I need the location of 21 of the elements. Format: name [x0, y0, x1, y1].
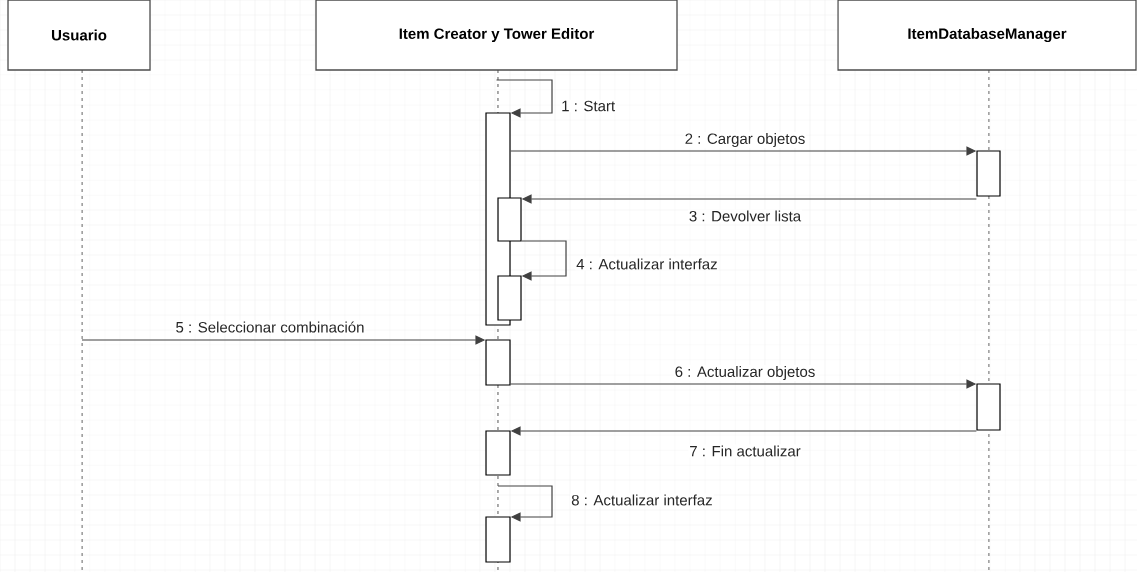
message-label: 7 : Fin actualizar [688, 444, 802, 458]
message-label: 8 : Actualizar interfaz [570, 493, 714, 507]
message-label: 1 : Start [560, 99, 617, 113]
message-arrow [495, 79, 553, 118]
message-label: 6 : Actualizar objetos [673, 365, 817, 381]
activation-bar [485, 339, 511, 386]
message-arrow [497, 485, 553, 522]
message-label: 5 : Seleccionar combinación [174, 320, 366, 334]
participant-box: Usuario [7, 0, 151, 71]
activation-bar [485, 430, 511, 476]
message-label: 3 : Devolver lista [687, 209, 803, 223]
message-label: 2 : Cargar objetos [683, 132, 807, 148]
activation-bar [497, 275, 522, 321]
activation-bar [976, 383, 1001, 431]
participant-box: ItemDatabaseManager [837, 0, 1137, 71]
activation-bar [485, 516, 511, 563]
activation-bar [976, 150, 1001, 197]
message-label: 4 : Actualizar interfaz [575, 257, 719, 271]
participant-box: Item Creator y Tower Editor [315, 0, 678, 71]
message-arrow [521, 240, 567, 281]
activation-bar [497, 197, 522, 242]
